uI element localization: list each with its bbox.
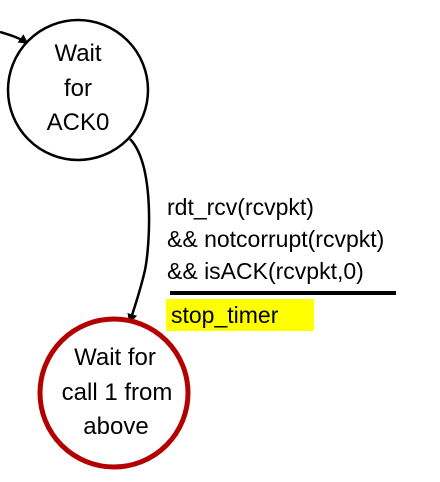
state-wait-for-call1-line-2: call 1 from: [62, 379, 173, 406]
transition-action: stop_timer: [166, 299, 314, 331]
state-wait-for-call1: Wait for call 1 from above: [37, 316, 191, 470]
transition-event-line-3: && isACK(rcvpkt,0): [167, 258, 364, 284]
transition-event-line-1: rdt_rcv(rcvpkt): [167, 194, 314, 220]
incoming-transition-arrow: [0, 30, 29, 45]
state-wait-for-ack0-line-1: Wait: [54, 40, 101, 67]
transition-event-label: rdt_rcv(rcvpkt) && notcorrupt(rcvpkt) &&…: [167, 194, 384, 284]
state-wait-for-call1-line-3: above: [83, 413, 148, 440]
state-wait-for-ack0-circle: [6, 18, 150, 162]
state-wait-for-call1-line-1: Wait for: [74, 344, 156, 371]
transition-arrow: [127, 138, 151, 324]
action-highlight: [166, 299, 314, 331]
state-wait-for-ack0: Wait for ACK0: [6, 18, 150, 162]
state-wait-for-ack0-line-3: ACK0: [47, 109, 110, 136]
state-wait-for-ack0-line-2: for: [64, 75, 92, 102]
action-label: stop_timer: [171, 302, 279, 328]
transition-event-line-2: && notcorrupt(rcvpkt): [167, 226, 384, 252]
state-wait-for-call1-circle: [37, 316, 191, 470]
